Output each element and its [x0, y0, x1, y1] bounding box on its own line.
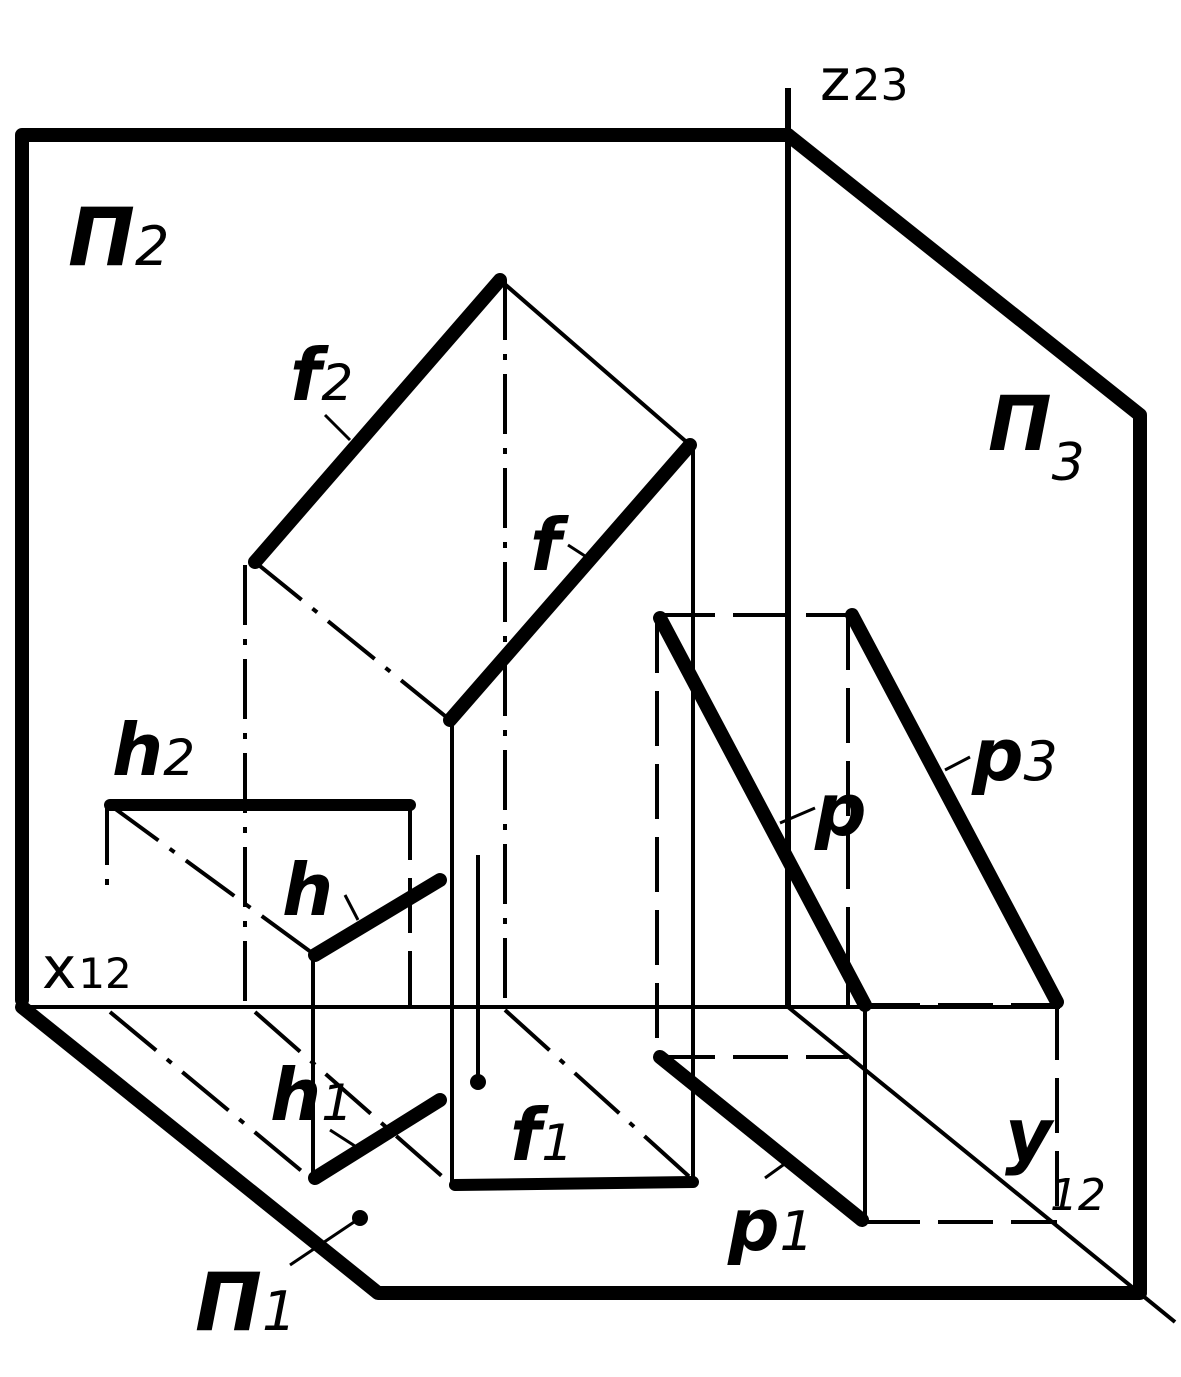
x12-label: x12 [42, 934, 132, 1002]
f1-label: f1 [510, 1093, 573, 1177]
h1-label: h1 [270, 1053, 353, 1137]
z23-label: z23 [820, 46, 908, 114]
f1-diag-right [503, 1008, 695, 1182]
p1-label: p1 [727, 1183, 814, 1267]
y-axis-line [786, 1005, 1177, 1324]
pi3-plane-outline [781, 128, 1147, 1297]
h2-label: h2 [112, 708, 195, 792]
p-line [653, 611, 872, 1012]
h1-projection [308, 1093, 447, 1185]
leader-lines [289, 413, 971, 1267]
f-lower-edge [253, 560, 452, 722]
pi1-leader-dot [352, 1210, 368, 1226]
f-label: f [530, 503, 569, 587]
h1-leader [329, 1128, 359, 1150]
p-leader [779, 806, 816, 825]
horizontal-line-construction [104, 799, 486, 1185]
f2-projection [248, 273, 507, 569]
pi3-label: П3 [988, 379, 1085, 493]
p1-projection [653, 1050, 869, 1227]
f-leader [567, 543, 586, 558]
h-label: h [282, 848, 333, 932]
pi2-label: П2 [68, 191, 169, 284]
h-line [308, 873, 447, 962]
frontal-line-construction [243, 273, 699, 1191]
p3-projection [845, 608, 1064, 1009]
pi1-leader [289, 1216, 361, 1267]
plane-frames [15, 88, 1177, 1324]
f1-projection [449, 1176, 699, 1191]
h-arrow-point [470, 1074, 486, 1090]
p-label: p [814, 768, 867, 852]
f2-leader [323, 413, 352, 442]
f-line [443, 438, 697, 727]
p1-leader [764, 1158, 791, 1180]
pi1-plane-outline [15, 1000, 1147, 1300]
h-diag [108, 803, 317, 957]
f2-label: f2 [290, 333, 353, 417]
p3-label: p3 [971, 713, 1058, 797]
f1-diag-left [253, 1010, 454, 1187]
p3-leader [944, 755, 971, 772]
pi2-plane-outline [15, 128, 795, 1007]
pi1-label: П1 [195, 1256, 296, 1349]
f-top-edge [498, 278, 692, 447]
h-leader [343, 894, 360, 921]
h1-diag [108, 1010, 312, 1180]
profile-line-construction [653, 608, 1064, 1227]
